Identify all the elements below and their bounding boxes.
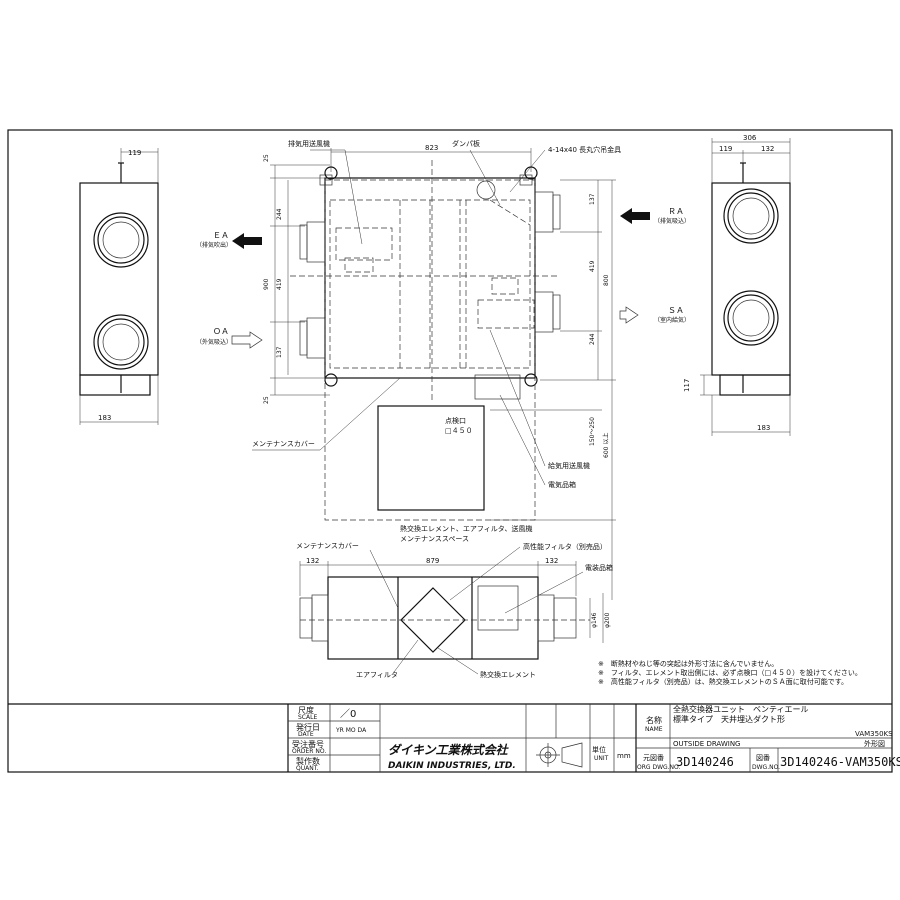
front-view: 132 879 132 φ146 φ200 メンテナンスカバー 高性能フィルタ（… — [296, 542, 613, 679]
inspection-opening-label: 点検口 — [445, 416, 466, 425]
product-line2: 標準タイプ 天井埋込ダクト形 — [673, 714, 785, 724]
right-side-view: 306 119 132 117 183 — [683, 134, 791, 436]
left-height-dim: 900 — [263, 278, 270, 290]
width-dim: 823 — [425, 144, 438, 152]
maint-depth-dim: 150～250 — [589, 417, 596, 446]
name-label: 名称 — [646, 715, 662, 725]
note-3: ※ 高性能フィルタ（別売品）は、熱交換エレメントのＳＡ面に取付可能です。 — [598, 677, 848, 686]
orig-value: 3D140246 — [676, 755, 734, 769]
front-dia-inner: φ146 — [591, 612, 598, 628]
order-sub: ORDER NO. — [292, 748, 326, 755]
plan-view: 点検口 □４５０ 823 25 244 900 419 137 25 137 4… — [252, 139, 621, 600]
left-middle-dim: 419 — [276, 278, 283, 290]
front-right-dim: 132 — [545, 557, 558, 565]
exhaust-fan-label: 排気用送風機 — [288, 139, 330, 148]
unit-sub: UNIT — [594, 755, 609, 762]
quantity-label: 製作数 — [296, 756, 320, 766]
note-2: ※ フィルタ、エレメント取出側には、必ず点検口（□４５０）を設けてください。 — [598, 668, 862, 677]
ea-arrow — [232, 233, 262, 249]
right-total-height-dim: 800 — [603, 274, 610, 286]
orig-sub: ORG DWG.NO. — [637, 764, 681, 771]
oa-arrow — [231, 331, 263, 349]
dwg-label: 図番 — [756, 754, 770, 762]
scale-label: 尺度 — [298, 705, 314, 715]
front-dia-outer: φ200 — [604, 612, 611, 628]
right-bottom-dim: 183 — [757, 424, 770, 432]
hanger-label: 4-14x40 長丸穴吊金具 — [548, 145, 621, 154]
maint-cover-label: メンテナンスカバー — [252, 440, 315, 448]
front-maint-cover-label: メンテナンスカバー — [296, 542, 359, 550]
port-labels: ＥＡ （排気吹出） ＯＡ （外気吸込） ＲＡ （排気吸込） ＳＡ （室内給気） — [196, 207, 690, 349]
left-bottom-dim: 183 — [98, 414, 111, 422]
drawing-type-jp: 外形図 — [864, 739, 885, 748]
unit-value: mm — [617, 752, 631, 760]
maint-space-line2: メンテナンススペース — [400, 535, 469, 543]
sa-arrow — [619, 306, 639, 324]
order-label: 受注番号 — [292, 739, 324, 749]
air-filter-label: エアフィルタ — [356, 670, 398, 679]
company-jp: ダイキン工業株式会社 — [388, 743, 510, 757]
left-side-view: 119 183 — [79, 148, 159, 425]
ea-sub: （排気吹出） — [196, 241, 232, 249]
orig-label: 元図番 — [643, 754, 664, 762]
unit-label: 単位 — [592, 745, 606, 754]
dwg-value: 3D140246-VAM350KS — [780, 755, 900, 769]
bottom-margin-dim: 25 — [263, 396, 270, 404]
sa-sub: （室内給気） — [654, 316, 690, 324]
date-value: YR MO DA — [335, 727, 367, 734]
oa-sub: （外気吸込） — [196, 338, 232, 346]
electrical-box-label: 電気品箱 — [548, 480, 576, 489]
left-upper-dim: 244 — [276, 208, 283, 220]
elec-box-label: 電装品箱 — [585, 563, 613, 572]
right-middle-dim: 419 — [589, 260, 596, 272]
hepa-label: 高性能フィルタ（別売品） — [523, 542, 607, 551]
quantity-sub: QUANT. — [296, 765, 319, 772]
model: VAM350KS — [855, 730, 893, 738]
drawing-frame — [7, 129, 893, 773]
left-top-dim: 119 — [128, 149, 141, 157]
right-upper-dim: 137 — [589, 193, 596, 205]
inspection-size: □４５０ — [445, 427, 473, 435]
right-height-dim: 117 — [683, 379, 691, 392]
maint-space-line1: 熱交換エレメント、エアフィルタ、送風機 — [400, 524, 533, 533]
right-total-dim: 306 — [743, 134, 757, 142]
product-line1: 全熱交換器ユニット ベンティエール — [673, 704, 809, 714]
front-middle-dim: 879 — [426, 557, 439, 565]
ra-arrow — [620, 208, 650, 224]
name-sub: NAME — [645, 726, 663, 733]
front-left-dim: 132 — [306, 557, 319, 565]
company-en: DAIKIN INDUSTRIES, LTD. — [388, 761, 516, 771]
date-label: 発行日 — [296, 722, 320, 732]
oa-label: ＯＡ — [213, 327, 229, 336]
dwg-sub: DWG.NO. — [752, 764, 780, 771]
title-block: 尺度 SCALE ／0 発行日 DATE YR MO DA 受注番号 ORDER… — [8, 703, 900, 772]
damper-label: ダンパ板 — [452, 139, 480, 148]
projection-symbol-icon — [536, 742, 583, 768]
date-sub: DATE — [298, 731, 314, 738]
right-right-dim: 132 — [761, 145, 774, 153]
ra-label: ＲＡ — [668, 207, 684, 216]
drawing-type-en: OUTSIDE DRAWING — [673, 740, 740, 748]
ea-label: ＥＡ — [213, 231, 229, 240]
notes: ※ 断熱材やねじ等の突起は外形寸法に含んでいません。 ※ フィルタ、エレメント取… — [598, 659, 862, 686]
left-lower-dim: 137 — [276, 346, 283, 358]
maint-clearance-dim: 600 以上 — [602, 433, 610, 458]
scale-sub: SCALE — [298, 714, 317, 721]
right-lower-dim: 244 — [589, 333, 596, 345]
ra-sub: （排気吸込） — [654, 217, 690, 225]
heat-element-label: 熱交換エレメント — [480, 670, 536, 679]
note-1: ※ 断熱材やねじ等の突起は外形寸法に含んでいません。 — [598, 659, 778, 668]
top-margin-dim: 25 — [263, 154, 270, 162]
scale-value: ／0 — [340, 708, 356, 720]
sa-label: ＳＡ — [668, 306, 684, 315]
supply-fan-label: 給気用送風機 — [548, 461, 590, 470]
right-left-dim: 119 — [719, 145, 732, 153]
